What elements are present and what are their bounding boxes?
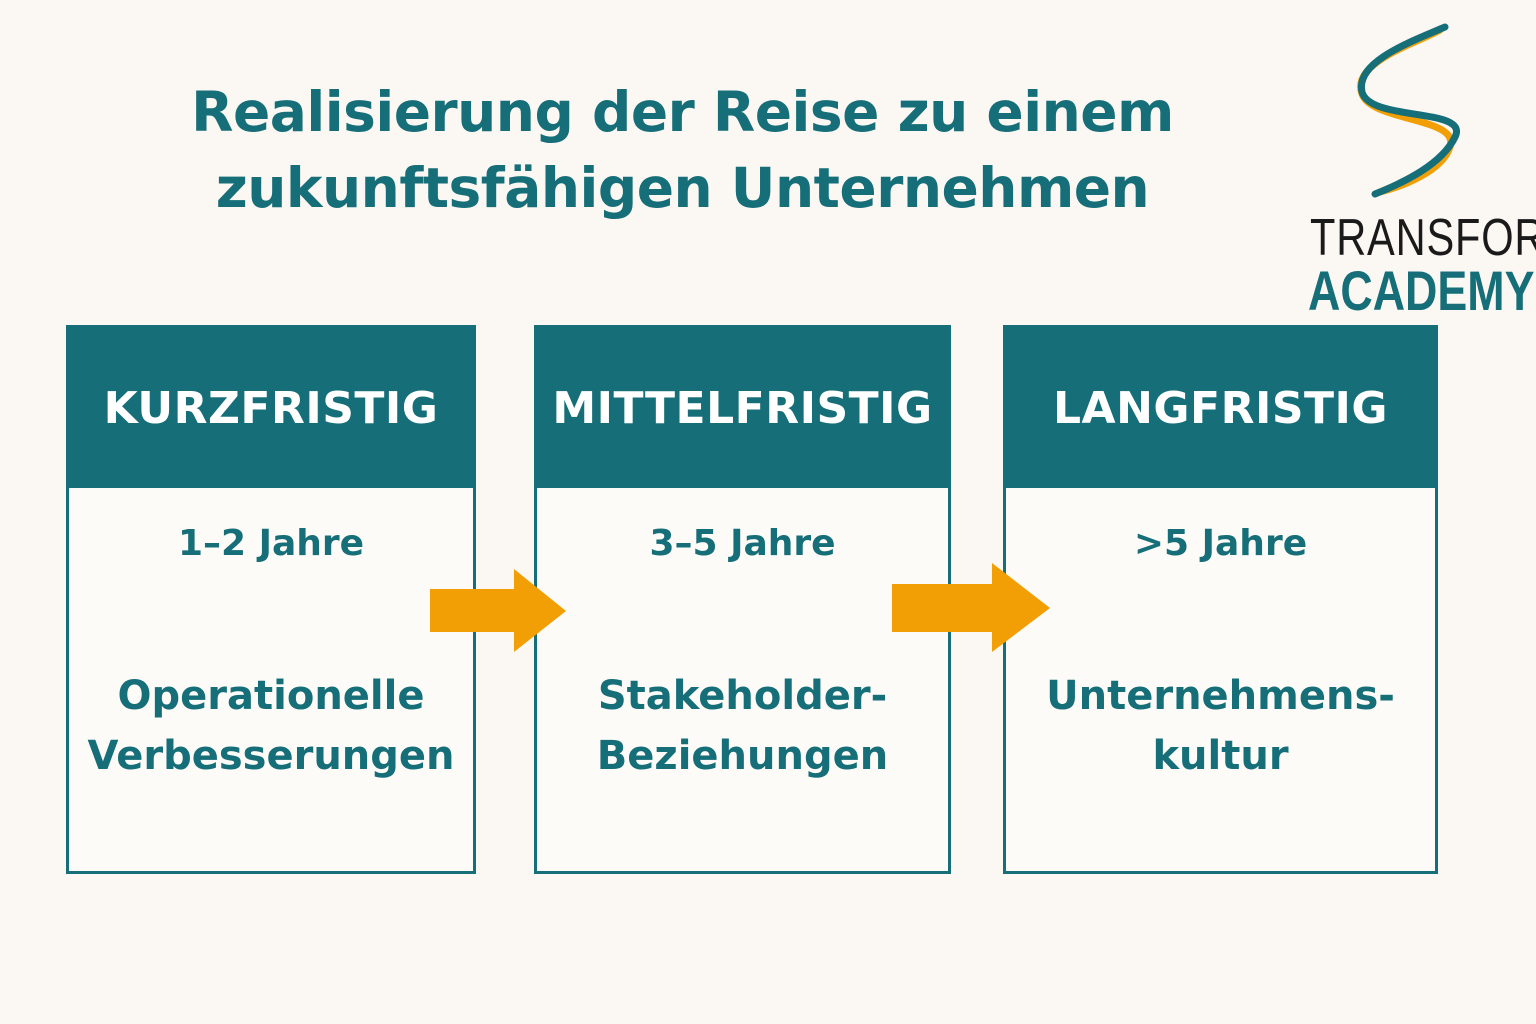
- stage-heading: LANGFRISTIG: [1006, 328, 1435, 488]
- stage-description-line-1: Stakeholder-: [597, 673, 888, 719]
- stage-heading: MITTELFRISTIG: [537, 328, 948, 488]
- stage-period: 1–2 Jahre: [177, 523, 365, 564]
- logo-word-transform: TRANSFORM: [1310, 209, 1536, 267]
- stage-description: Stakeholder- Beziehungen: [537, 666, 948, 786]
- stage-description: Unternehmens- kultur: [1006, 666, 1435, 786]
- stage-description: Operationelle Verbesserungen: [69, 666, 473, 786]
- stage-description-line-2: Beziehungen: [596, 733, 889, 779]
- stage-description-line-2: kultur: [1152, 733, 1289, 779]
- stage-card-long-term: LANGFRISTIG >5 Jahre Unternehmens- kultu…: [1003, 325, 1438, 874]
- stage-period: 3–5 Jahre: [649, 523, 836, 564]
- title-line-1: Realisierung der Reise zu einem: [191, 80, 1174, 144]
- stage-description-line-2: Verbesserungen: [87, 733, 455, 779]
- stage-description-line-1: Unternehmens-: [1046, 673, 1395, 719]
- arrow-right-icon: [892, 563, 1050, 652]
- title-line-2: zukunftsfähigen Unternehmen: [215, 156, 1150, 220]
- stage-heading: KURZFRISTIG: [69, 328, 473, 488]
- stage-card-mid-term: MITTELFRISTIG 3–5 Jahre Stakeholder- Bez…: [534, 325, 951, 874]
- arrow-right-icon: [430, 569, 566, 652]
- logo-s-mark-icon: [1357, 23, 1460, 198]
- stage-card-short-term: KURZFRISTIG 1–2 Jahre Operationelle Verb…: [66, 325, 476, 874]
- stage-description-line-1: Operationelle: [117, 673, 425, 719]
- page-title: Realisierung der Reise zu einem zukunfts…: [130, 74, 1235, 226]
- transform-academy-logo: TRANSFORM ACADEMY: [1300, 22, 1536, 322]
- stage-period: >5 Jahre: [1133, 523, 1308, 564]
- logo-word-academy: ACADEMY: [1308, 259, 1535, 322]
